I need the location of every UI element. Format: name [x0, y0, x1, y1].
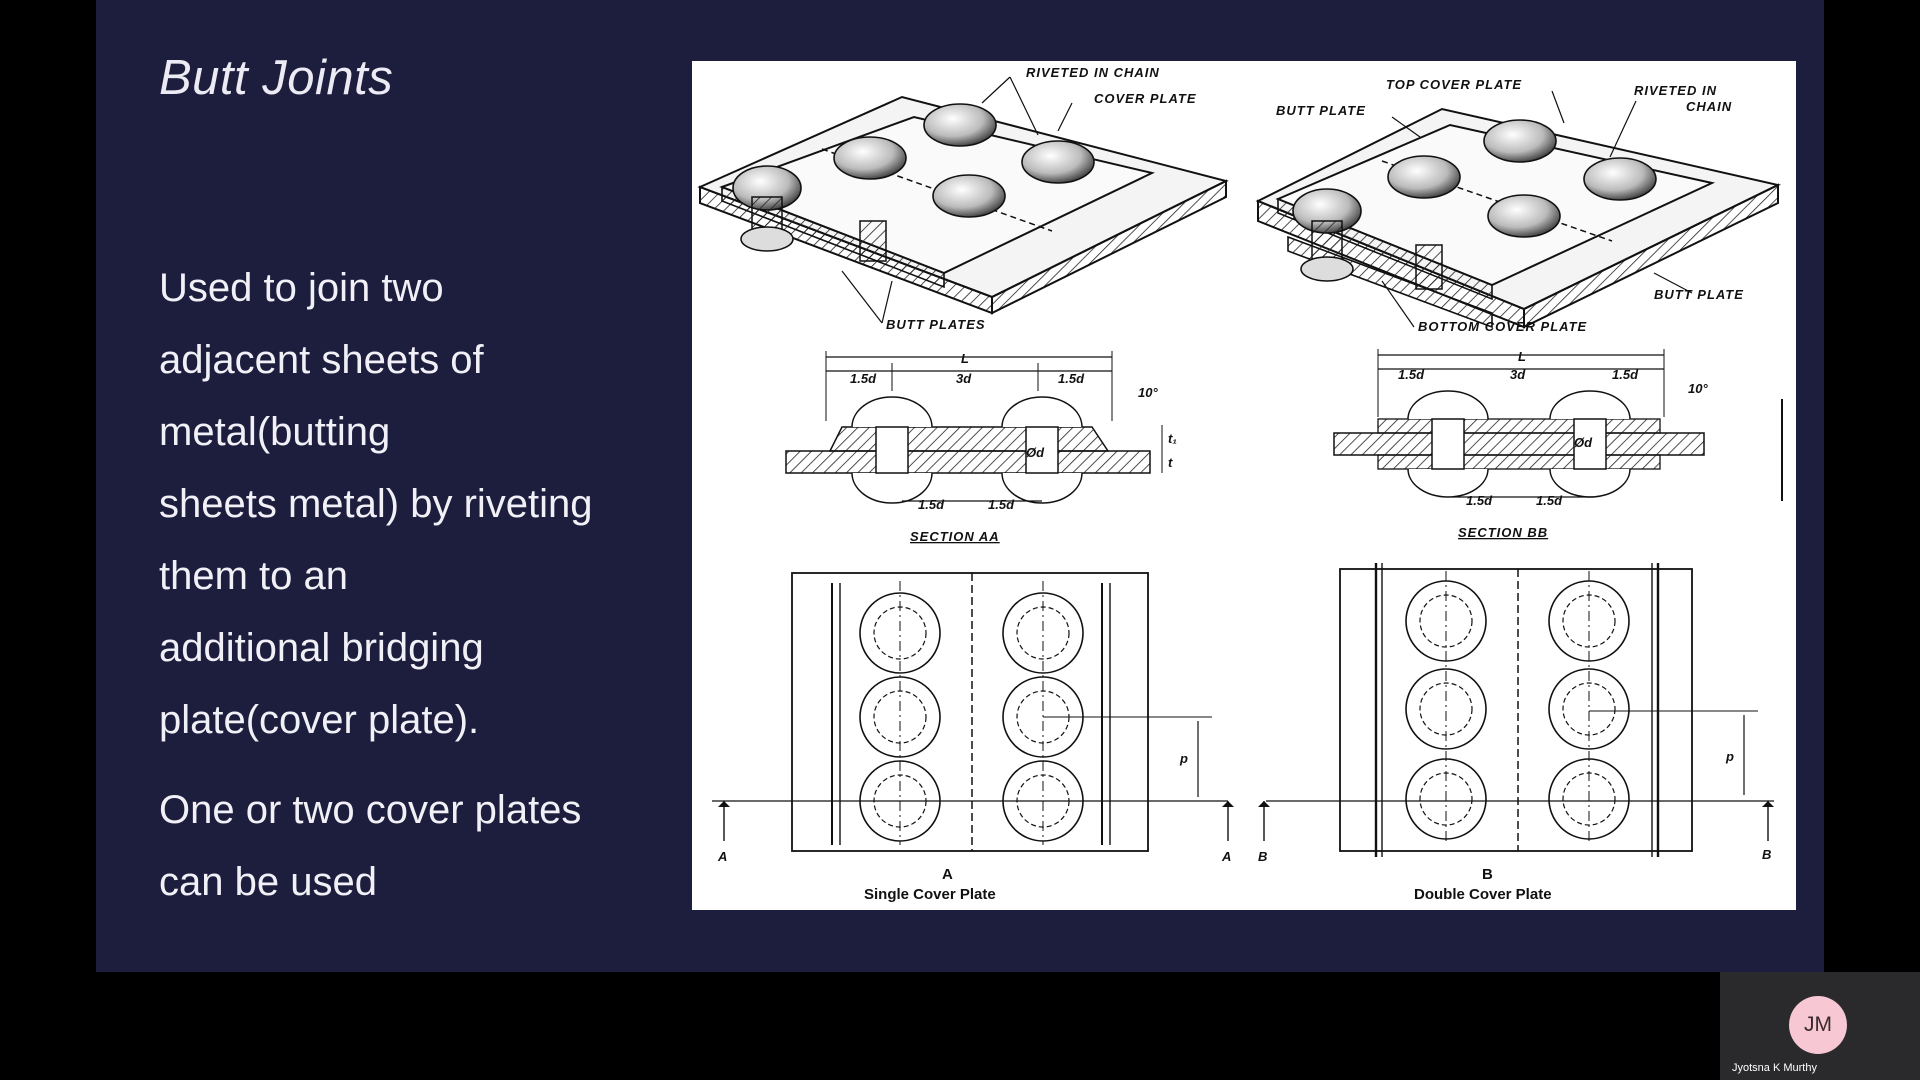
dim-aa-2: 3d: [956, 371, 972, 386]
paragraph-1: Used to join two adjacent sheets of metal(…: [159, 252, 699, 756]
dim-aa-t: t: [1168, 455, 1173, 470]
dim-aa-b2: 1.5d: [988, 497, 1015, 512]
dim-bb-b2: 1.5d: [1536, 493, 1563, 508]
presentation-slide: Butt Joints Used to join two adjacent she…: [96, 0, 1824, 972]
slide-title: Butt Joints: [159, 51, 394, 105]
dim-bb-phi: Ød: [1574, 435, 1593, 450]
section-bb-label: SECTION BB: [1458, 525, 1548, 540]
dim-bb-3: 1.5d: [1612, 367, 1639, 382]
paragraph-2-line: can be used: [159, 860, 377, 904]
section-aa-label: SECTION AA: [910, 529, 1000, 544]
paragraph-2-line: One or two cover plates: [159, 788, 582, 832]
butt-joint-figure: RIVETED IN CHAIN COVER PLATE BUTT PLATES: [692, 61, 1796, 910]
plan-a-letter: A: [942, 866, 953, 883]
label-top-cover-plate: TOP COVER PLATE: [1386, 77, 1522, 92]
label-riveted-in-chain: RIVETED IN CHAIN: [1026, 65, 1160, 80]
dim-bb-angle: 10°: [1688, 381, 1708, 396]
dim-aa-t1: t₁: [1168, 431, 1177, 446]
paragraph-1-line: adjacent sheets of: [159, 338, 484, 382]
section-bb: L 1.5d 3d 1.5d 10° Ød 1.5d 1.5d SECTI: [1333, 349, 1783, 540]
section-mark-a-left: A: [717, 849, 728, 864]
participant-avatar: JM: [1789, 996, 1847, 1054]
label-cover-plate: COVER PLATE: [1094, 91, 1197, 106]
paragraph-1-line: sheets metal) by riveting: [159, 482, 593, 526]
single-cover-iso-view: RIVETED IN CHAIN COVER PLATE BUTT PLATES: [697, 65, 1229, 332]
dim-aa-phi: Ød: [1026, 445, 1045, 460]
section-mark-b-right: B: [1762, 847, 1772, 862]
section-mark-b-left: B: [1258, 849, 1268, 864]
plan-b-letter: B: [1482, 866, 1493, 883]
dim-aa-1: 1.5d: [850, 371, 877, 386]
dim-bb-2: 3d: [1510, 367, 1526, 382]
plan-b-rivets: [1405, 580, 1630, 840]
participant-name: Jyotsna K Murthy: [1732, 1062, 1817, 1074]
dim-plan-b-p: p: [1725, 749, 1734, 764]
paragraph-1-line: Used to join two: [159, 266, 444, 310]
dim-l-aa: L: [961, 351, 969, 366]
double-cover-plan-view: p B B B Double Cover Plate: [1258, 563, 1774, 903]
caption-single-cover-plate: Single Cover Plate: [864, 886, 996, 903]
dim-l-bb: L: [1518, 349, 1526, 364]
slide-body-text: Used to join two adjacent sheets of metal(…: [159, 252, 699, 918]
label-bottom-cover-plate: BOTTOM COVER PLATE: [1418, 319, 1587, 334]
dim-plan-a-p: p: [1179, 751, 1188, 766]
label-butt-plate-right: BUTT PLATE: [1654, 287, 1744, 302]
paragraph-1-line: them to an: [159, 554, 349, 598]
paragraph-2: One or two cover plates can be used: [159, 774, 699, 918]
section-aa: L 1.5d 3d 1.5d 10° Ød t₁ t 1.5d 1.5d: [785, 351, 1177, 544]
label-butt-plate-top: BUTT PLATE: [1276, 103, 1366, 118]
butt-joint-drawing: RIVETED IN CHAIN COVER PLATE BUTT PLATES: [697, 65, 1783, 903]
caption-double-cover-plate: Double Cover Plate: [1414, 886, 1552, 903]
label-riveted-in: RIVETED IN: [1634, 83, 1717, 98]
dim-aa-3: 1.5d: [1058, 371, 1085, 386]
dim-bb-b1: 1.5d: [1466, 493, 1493, 508]
dim-bb-1: 1.5d: [1398, 367, 1425, 382]
dim-aa-b1: 1.5d: [918, 497, 945, 512]
paragraph-1-line: metal(butting: [159, 410, 391, 454]
paragraph-1-line: additional bridging: [159, 626, 484, 670]
participant-video-tile[interactable]: JM Jyotsna K Murthy: [1720, 972, 1920, 1080]
single-cover-plan-view: p A A A Single Cover Plate: [712, 572, 1234, 903]
label-chain: CHAIN: [1686, 99, 1732, 114]
double-cover-iso-view: TOP COVER PLATE BUTT PLATE RIVETED IN CH…: [1255, 77, 1781, 334]
label-butt-plates: BUTT PLATES: [886, 317, 986, 332]
dim-aa-angle: 10°: [1138, 385, 1158, 400]
section-mark-a-right: A: [1221, 849, 1232, 864]
paragraph-1-line: plate(cover plate).: [159, 698, 480, 742]
